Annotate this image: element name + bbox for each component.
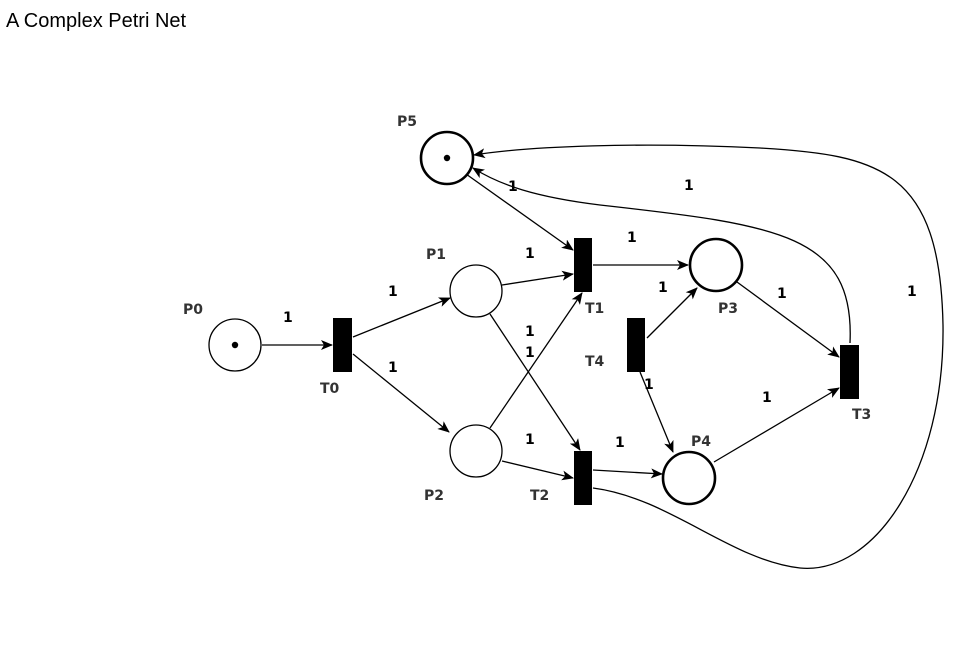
arc-p2-t1 — [489, 292, 583, 429]
transition-t0 — [333, 318, 352, 372]
transition-t4 — [627, 318, 645, 372]
transition-t2 — [574, 451, 592, 505]
places — [208, 130, 744, 506]
token-p0 — [231, 341, 239, 349]
arc-p4-t3 — [713, 387, 840, 463]
transition-t1 — [574, 238, 592, 292]
page-title: A Complex Petri Net — [6, 10, 187, 32]
weight-t4-p4: 1 — [644, 377, 654, 393]
arc-t2-p4 — [592, 468, 663, 479]
token-p5 — [443, 154, 451, 162]
place-p4 — [661, 450, 717, 506]
place-p2 — [449, 424, 503, 478]
arc-t4-p3 — [646, 287, 698, 339]
arc-t3-p5 — [472, 167, 851, 344]
label-p4: P4 — [691, 434, 711, 450]
place-p1 — [449, 264, 503, 318]
transitions — [333, 238, 859, 505]
weight-p2-t2: 1 — [525, 432, 535, 448]
weight-p3-t3: 1 — [777, 286, 787, 302]
arc-p1-t2 — [489, 313, 581, 451]
label-p5: P5 — [397, 114, 417, 130]
weight-t0-p2: 1 — [388, 360, 398, 376]
label-t2: T2 — [530, 488, 549, 504]
weight-t2-p4: 1 — [615, 435, 625, 451]
place-p3 — [688, 237, 744, 293]
weight-t2-p5: 1 — [907, 284, 917, 300]
arc-p5-t1 — [465, 173, 574, 251]
arc-p1-t1 — [501, 270, 574, 286]
weight-p1-t1: 1 — [525, 246, 535, 262]
arc-t4-p4 — [639, 371, 674, 453]
label-t0: T0 — [320, 381, 340, 397]
node-labels: P0 P1 P2 P3 P4 P5 T0 T1 T2 T3 T4 — [183, 114, 871, 504]
weight-t4-p3: 1 — [658, 280, 668, 296]
label-p2: P2 — [424, 488, 444, 504]
label-p1: P1 — [426, 247, 446, 263]
arc-weights: 1 1 1 1 1 1 1 1 1 1 1 1 1 1 1 1 — [283, 178, 917, 451]
weight-p0-t0: 1 — [283, 310, 293, 326]
weight-p5-t1: 1 — [508, 179, 518, 195]
arc-t0-p2 — [352, 353, 450, 433]
label-t1: T1 — [585, 301, 604, 317]
arc-t2-p5 — [473, 144, 944, 569]
weight-p1-t2: 1 — [525, 345, 535, 361]
arc-p2-t2 — [501, 460, 574, 481]
arc-p3-t3 — [736, 281, 840, 358]
arc-t0-p1 — [352, 297, 451, 338]
weight-p2-t1: 1 — [525, 324, 535, 340]
label-p0: P0 — [183, 302, 203, 318]
label-t4: T4 — [585, 354, 605, 370]
weight-p4-t3: 1 — [762, 390, 772, 406]
weight-t3-p5: 1 — [684, 178, 694, 194]
transition-t3 — [840, 345, 859, 399]
label-p3: P3 — [718, 301, 738, 317]
weight-t0-p1: 1 — [388, 284, 398, 300]
label-t3: T3 — [852, 407, 871, 423]
arcs — [262, 144, 944, 569]
weight-t1-p3: 1 — [627, 230, 637, 246]
